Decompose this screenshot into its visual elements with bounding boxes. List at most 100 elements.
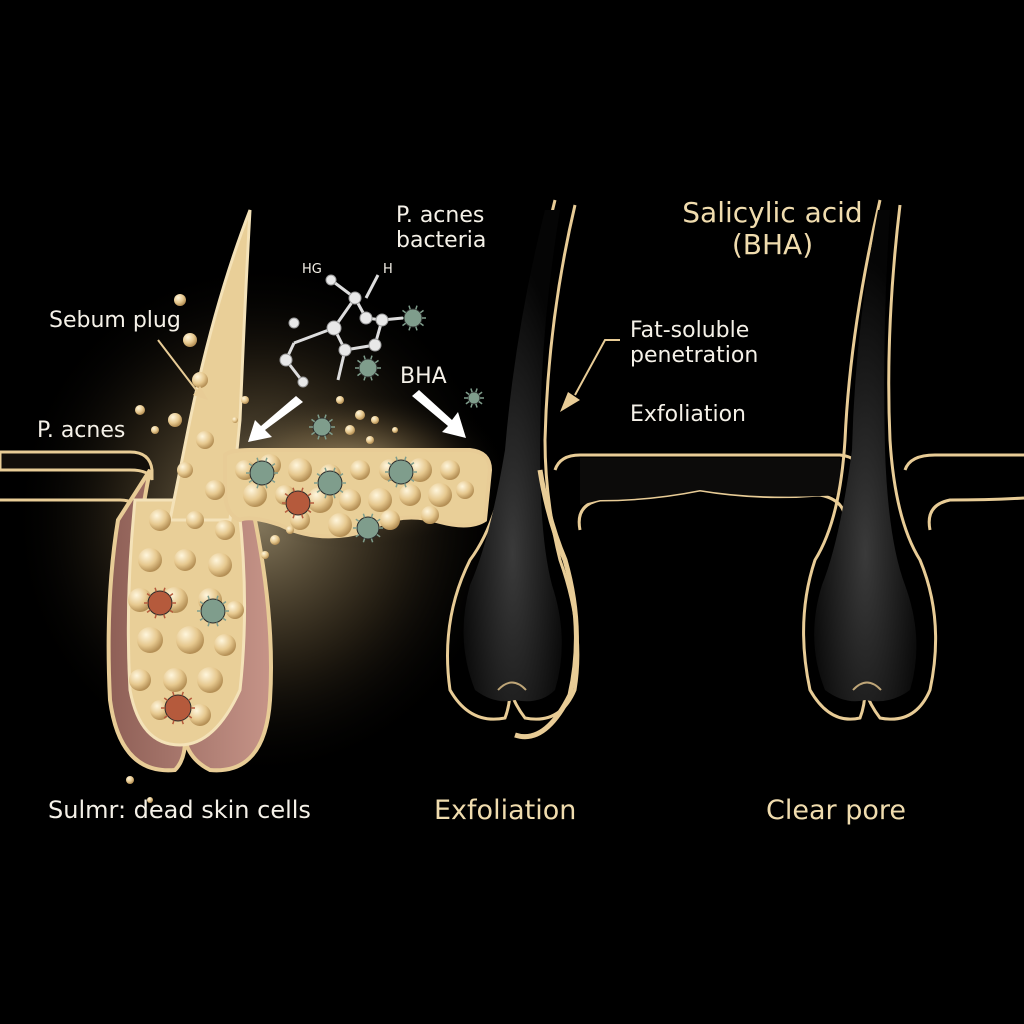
bacterium-spike	[410, 478, 415, 483]
bacterium-spike	[374, 359, 379, 364]
bacterium-spike	[395, 483, 399, 488]
bacterium-spike	[316, 472, 321, 477]
sebum-particles	[128, 294, 474, 726]
bacterium-spike	[284, 509, 289, 514]
sebum-bead	[428, 483, 452, 507]
bacterium-spike	[410, 461, 415, 466]
sebum-bead	[192, 372, 208, 388]
bacterium-spike	[154, 587, 158, 592]
sebum-plug-pointer	[157, 339, 208, 400]
caption-exfoliation: Exfoliation	[434, 795, 577, 826]
bacterium-spike	[370, 355, 373, 360]
bacterium-spike	[292, 487, 296, 492]
caption-clear-pore: Clear pore	[766, 795, 906, 826]
sebum-bead	[243, 483, 267, 507]
bacterium-spike	[162, 614, 166, 619]
floating-particle	[336, 396, 344, 404]
bacterium-spike	[324, 467, 328, 472]
floating-particle	[345, 425, 355, 435]
bacterium-icon	[403, 308, 423, 328]
sebum-bead	[208, 553, 232, 577]
bacterium-spike	[248, 462, 253, 467]
molecule-atoms	[279, 274, 389, 388]
floating-particle	[366, 436, 374, 444]
bacterium-spike	[419, 309, 424, 314]
bacterium-spike	[332, 494, 336, 499]
floating-particle	[261, 551, 269, 559]
bacterium-spike	[163, 715, 168, 719]
clear-follicle	[802, 199, 938, 721]
bacterium-spike	[475, 403, 478, 408]
bacterium-spike	[300, 514, 304, 519]
molecule-atom	[375, 313, 389, 327]
label-salicylic-line1: Salicylic acid	[682, 196, 863, 229]
bacterium-spike	[370, 538, 374, 543]
sebum-bead	[408, 458, 432, 482]
floating-particle	[151, 426, 159, 434]
bacterium-spike	[292, 514, 296, 519]
bacterium-spike	[408, 305, 411, 310]
p-acnes-bacteria	[144, 305, 484, 725]
bacterium-spike	[387, 461, 392, 466]
sebum-bead	[380, 510, 400, 530]
bacterium-spike	[316, 489, 321, 494]
sebum-bead	[196, 431, 214, 449]
bacterium-spike	[387, 478, 392, 483]
molecule-atom	[297, 376, 309, 388]
bacterium-spike	[419, 322, 424, 327]
bacterium-spike	[415, 305, 418, 310]
bacterium-spike	[362, 538, 366, 543]
bacterium-spike	[408, 326, 411, 331]
bacterium-spike	[376, 533, 381, 538]
bacterium-spike	[169, 592, 174, 597]
bacterium-spike	[328, 418, 333, 423]
sebum-bead	[176, 626, 204, 654]
label-p-acnes-bacteria-line1: P. acnes	[396, 203, 485, 228]
floating-particle	[371, 416, 379, 424]
bacterium-spike	[284, 492, 289, 497]
bacterium-spike	[172, 720, 175, 725]
bacterium-spike	[324, 435, 327, 440]
sebum-bead	[328, 513, 352, 537]
bacterium-icon	[317, 470, 343, 496]
bacterium-spike	[207, 595, 211, 600]
label-fat-soluble-penetration: Fat-soluble penetration	[630, 318, 758, 369]
sebum-bead	[350, 460, 370, 480]
label-exfoliation-callout: Exfoliation	[630, 402, 746, 427]
bacterium-icon	[356, 516, 380, 540]
bacterium-spike	[248, 479, 253, 484]
bacterium-spike	[207, 622, 211, 627]
bacterium-spike	[374, 372, 379, 377]
sebum-bead	[339, 489, 361, 511]
bacterium-spike	[188, 715, 193, 719]
bacterium-spike	[256, 484, 260, 489]
sebum-bead	[168, 413, 182, 427]
sebum-bead	[137, 627, 163, 653]
bacterium-spike	[222, 617, 227, 622]
bacterium-spike	[324, 414, 327, 419]
bacterium-spike	[181, 720, 184, 725]
bacterium-spike	[163, 697, 168, 701]
bacterium-spike	[328, 431, 333, 436]
sebum-bead	[177, 462, 193, 478]
bacterium-spike	[172, 691, 175, 696]
bacterium-spike	[363, 355, 366, 360]
bacterium-spike	[317, 414, 320, 419]
molecule-atom	[288, 317, 300, 329]
bacterium-spike	[181, 691, 184, 696]
bacterium-spike	[475, 388, 478, 393]
bacterium-spike	[188, 697, 193, 701]
bacterium-spike	[146, 592, 151, 597]
sebum-bead	[163, 668, 187, 692]
label-p-acnes: P. acnes	[37, 418, 126, 443]
molecule-atom	[359, 311, 373, 325]
floating-particle	[241, 396, 249, 404]
floating-particle	[392, 427, 398, 433]
floating-particle	[147, 797, 153, 803]
bacterium-icon	[388, 459, 414, 485]
molecule-atom	[279, 353, 293, 367]
bacterium-spike	[169, 609, 174, 614]
bacterium-icon	[285, 490, 311, 516]
bacterium-spike	[222, 600, 227, 605]
